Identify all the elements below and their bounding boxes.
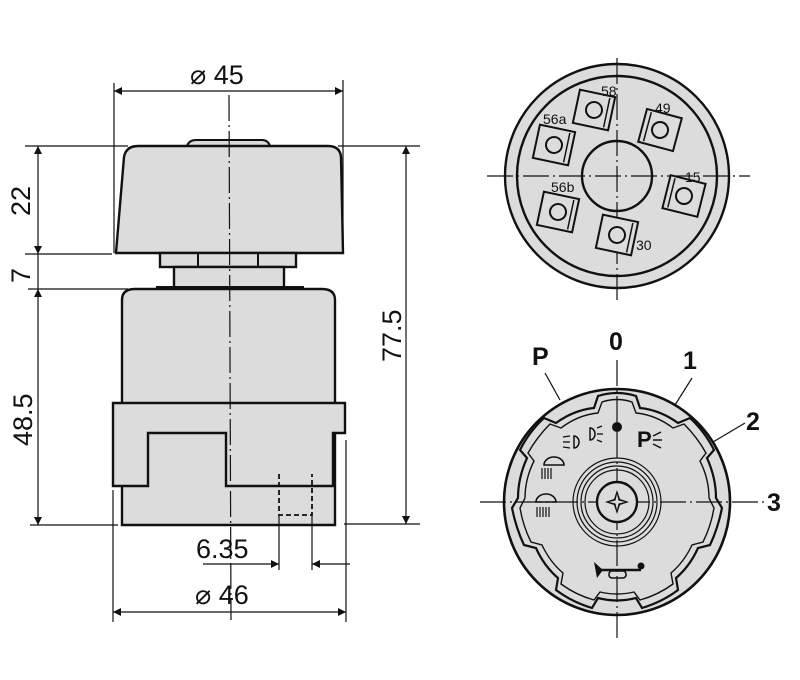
position-label-0: 0 <box>609 328 623 356</box>
horn-symbol <box>594 562 645 579</box>
pin-label-30: 30 <box>636 237 652 253</box>
pin-56b <box>535 190 581 234</box>
dipped-beam-symbol <box>562 435 580 449</box>
neck <box>172 265 286 290</box>
pin-label-56b: 56b <box>551 179 575 195</box>
position-0-dot <box>612 422 622 432</box>
side-light-symbol <box>589 425 603 443</box>
parking-light-symbol: P <box>637 427 662 452</box>
svg-text:P: P <box>637 427 652 452</box>
dim-neck-height: 7 <box>6 268 36 283</box>
pin-15 <box>661 173 707 219</box>
dim-body-height: 48.5 <box>8 393 38 446</box>
position-label-3: 3 <box>767 489 781 517</box>
knob-ring-1 <box>572 457 662 547</box>
knob-view: P <box>480 328 781 640</box>
connector-tab-hidden <box>278 474 313 516</box>
dim-tab-width: 6.35 <box>196 534 249 564</box>
pin-56a <box>531 123 577 167</box>
dim-base-diameter: ⌀ 46 <box>195 580 249 610</box>
fog-beam-symbol <box>535 493 557 517</box>
pin-label-56a: 56a <box>543 111 567 127</box>
base-flange <box>111 401 347 488</box>
side-view: ⌀ 45 ⌀ 46 6.35 22 7 48.5 77.5 <box>6 60 420 622</box>
pin-49 <box>636 107 684 153</box>
pin-58 <box>571 88 617 132</box>
cap <box>114 144 345 255</box>
pin-label-58: 58 <box>601 83 617 99</box>
knob-grip <box>510 391 724 610</box>
position-label-P: P <box>532 343 549 371</box>
pin-label-49: 49 <box>655 100 671 116</box>
dim-total-height: 77.5 <box>377 309 407 362</box>
pin-30 <box>594 213 640 257</box>
connector-view: 58 49 56a 15 56b 30 <box>487 58 750 300</box>
pin-label-15: 15 <box>685 169 701 185</box>
neck-ring <box>158 251 298 269</box>
main-beam-symbol <box>541 456 565 479</box>
dim-cap-diameter: ⌀ 45 <box>190 60 244 90</box>
position-label-2: 2 <box>746 408 760 436</box>
position-label-1: 1 <box>683 347 697 375</box>
cap-top-plate <box>185 139 272 147</box>
dim-cap-height: 22 <box>6 186 36 216</box>
